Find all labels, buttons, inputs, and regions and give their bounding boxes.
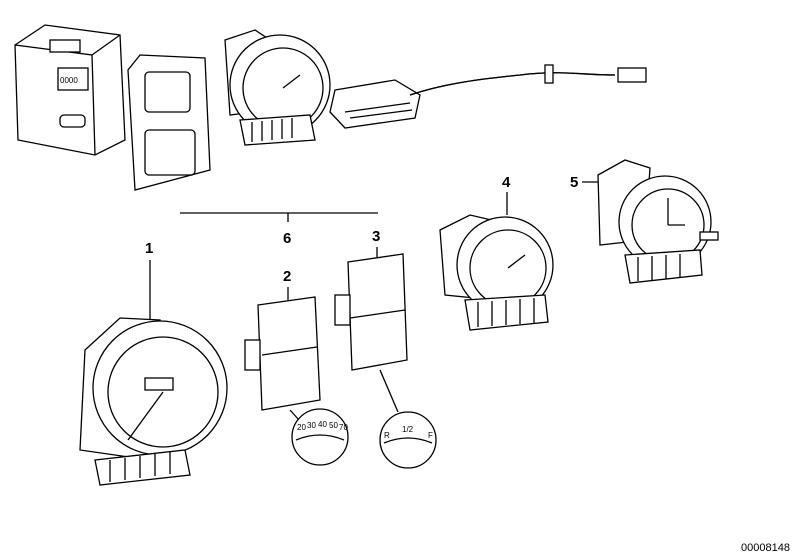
control-unit: 0000 [14, 24, 126, 156]
scale-a-tick: 20 [297, 423, 306, 432]
clock: 5 [570, 159, 719, 284]
callout-6-bracket: 6 [180, 212, 378, 247]
scale-b-tick: 1/2 [402, 425, 414, 434]
scale-a-tick: 30 [307, 421, 316, 430]
wiring-harness [329, 64, 647, 129]
instrument-cover-frame [127, 54, 211, 191]
tachometer-assembly [224, 29, 331, 146]
scale-a-tick: 40 [318, 420, 327, 429]
reference-number: 00008148 [741, 542, 790, 554]
callout-4: 4 [502, 174, 511, 191]
scale-b-tick: R [384, 431, 390, 440]
callout-2: 2 [283, 268, 291, 285]
tachometer: 4 [439, 174, 554, 331]
callout-6: 6 [283, 230, 291, 247]
callout-1: 1 [145, 240, 153, 257]
temperature-gauge: 2 20 30 40 50 70 [244, 268, 349, 466]
scale-a-tick: 70 [339, 423, 348, 432]
control-unit-display: 0000 [60, 76, 78, 85]
scale-b-tick: F [428, 431, 433, 440]
fuel-gauge: 3 R 1/2 F [334, 228, 437, 469]
callout-5: 5 [570, 174, 578, 191]
speedometer: 1 [79, 240, 228, 486]
scale-a-tick: 50 [329, 421, 338, 430]
callout-3: 3 [372, 228, 380, 245]
